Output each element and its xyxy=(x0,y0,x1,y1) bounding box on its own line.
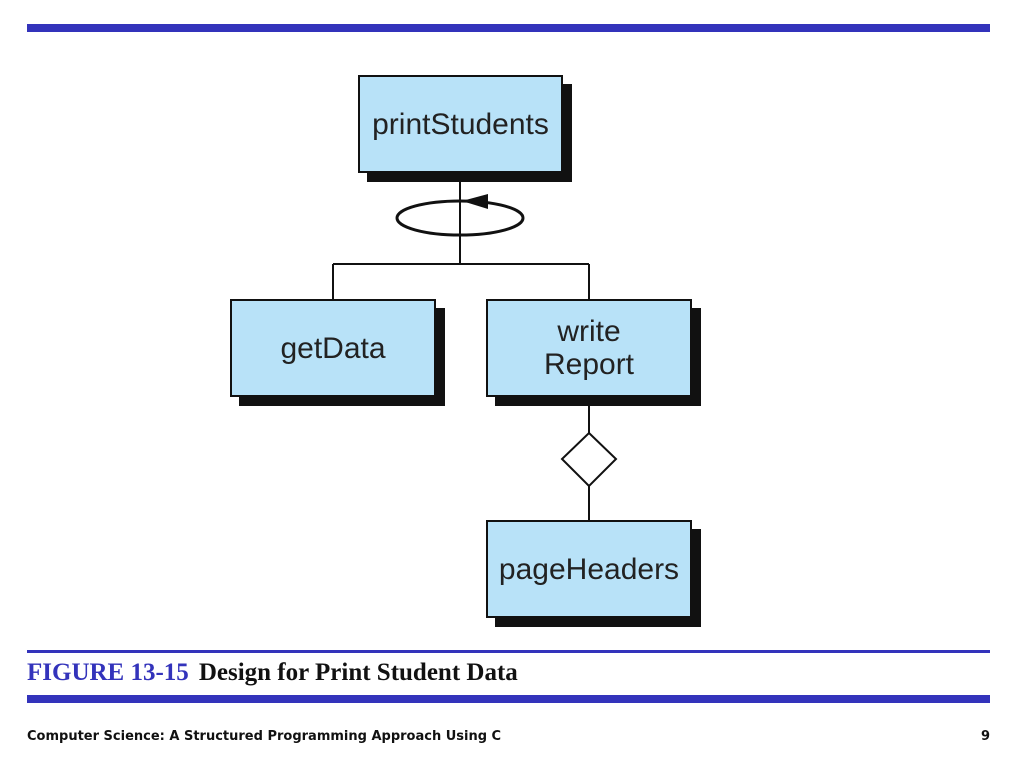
top-rule xyxy=(27,24,990,32)
module-label: write Report xyxy=(543,315,635,381)
figure-title: Design for Print Student Data xyxy=(198,659,518,686)
figure-number: FIGURE 13-15 xyxy=(27,659,189,686)
module-get-data: getData xyxy=(230,299,436,397)
caption-bottom-rule xyxy=(27,695,990,703)
module-write-report: write Report xyxy=(486,299,692,397)
loop-symbol xyxy=(395,199,525,237)
caption-top-rule xyxy=(27,650,990,653)
module-label: pageHeaders xyxy=(498,552,680,586)
footer-book-title: Computer Science: A Structured Programmi… xyxy=(27,729,502,744)
module-print-students: printStudents xyxy=(358,75,563,173)
module-label: getData xyxy=(280,331,386,365)
module-page-headers: pageHeaders xyxy=(486,520,692,618)
figure-caption: FIGURE 13-15 Design for Print Student Dat… xyxy=(27,656,518,690)
condition-diamond xyxy=(560,431,618,488)
module-label: printStudents xyxy=(372,107,549,141)
footer-page-number: 9 xyxy=(980,729,990,744)
loop-arrowhead xyxy=(462,194,488,209)
